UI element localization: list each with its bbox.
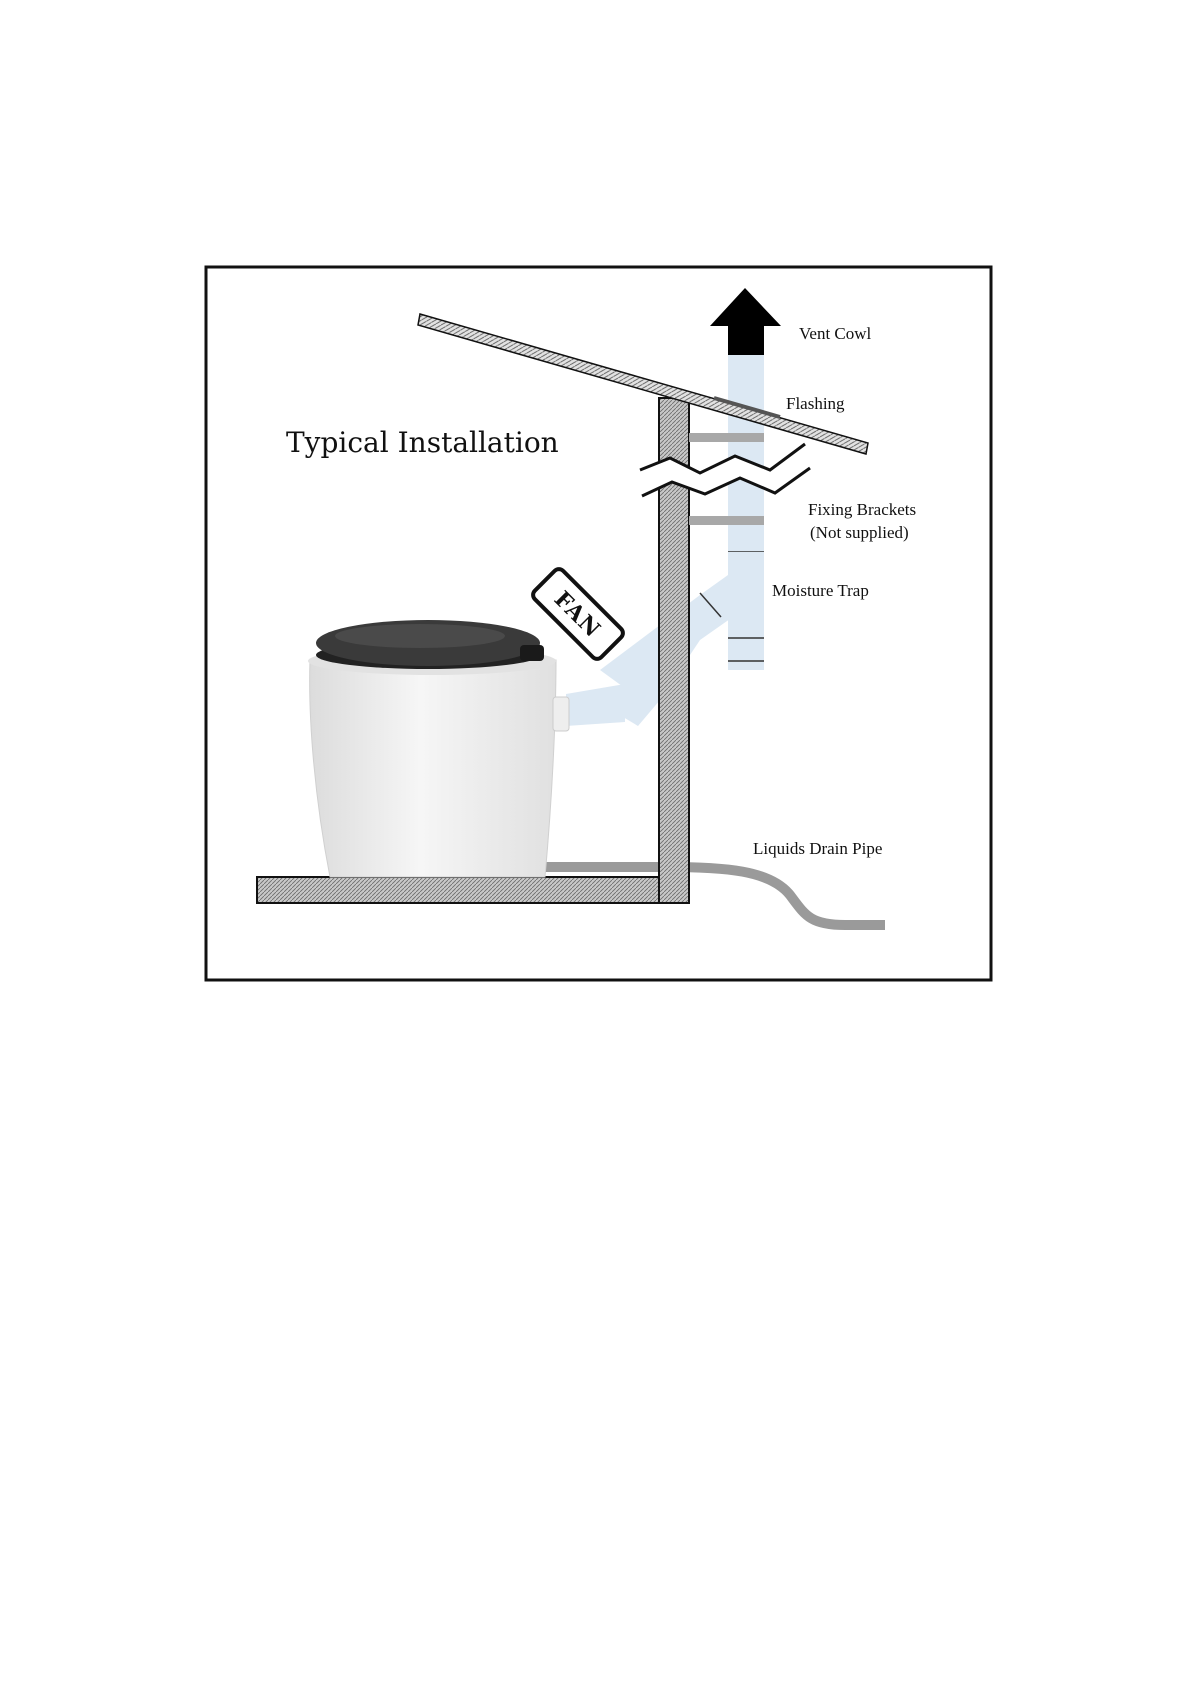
toilet-hinge (520, 645, 544, 661)
label-not-supplied: (Not supplied) (810, 523, 909, 542)
diagram-title: Typical Installation (286, 426, 559, 459)
label-vent-cowl: Vent Cowl (799, 324, 872, 343)
label-moisture-trap: Moisture Trap (772, 581, 869, 600)
label-liquids-drain-pipe: Liquids Drain Pipe (753, 839, 882, 858)
fixing-bracket-upper (689, 433, 764, 442)
label-fixing-brackets: Fixing Brackets (808, 500, 916, 519)
label-flashing: Flashing (786, 394, 845, 413)
floor (257, 877, 689, 903)
toilet-vent-outlet (553, 697, 569, 731)
toilet-lid-highlight (335, 624, 505, 648)
composting-toilet (308, 620, 569, 877)
toilet-body (310, 660, 556, 877)
fixing-bracket-lower (689, 516, 764, 525)
